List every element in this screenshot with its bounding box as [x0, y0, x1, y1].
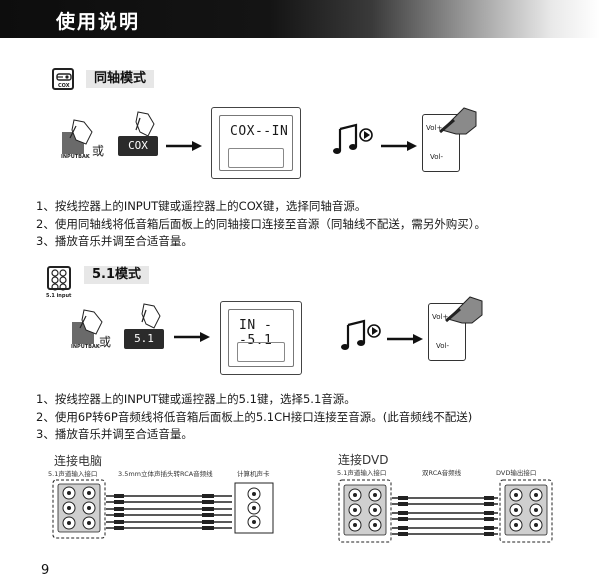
coax-lcd-text: COX--IN — [230, 124, 289, 139]
input51-step-2: 2、使用6P转6P音频线将低音箱后面板上的5.1CH接口连接至音源。(此音频线不… — [36, 410, 473, 424]
input51-icon-caption: 5.1 input — [46, 293, 72, 299]
coax-vol-minus[interactable]: Vol- — [430, 153, 443, 161]
coax-step-2: 2、使用同轴线将低音箱后面板上的同轴接口连接至音源（同轴线不配送，需另外购买）。 — [36, 217, 487, 231]
hand-pointer-icon — [445, 296, 483, 324]
coax-lcd-display: COX--IN — [211, 107, 301, 179]
input51-lcd-text: IN --5.1 — [239, 318, 273, 348]
hand-pointer-icon — [439, 107, 477, 135]
input51-mode-icon — [47, 266, 71, 291]
arrow-icon — [387, 334, 423, 344]
wired-controller-coax: INPUTBAK — [60, 118, 98, 160]
page-number: 9 — [41, 563, 50, 578]
connect-pc-diagram — [52, 479, 274, 539]
page-header: 使用说明 — [0, 0, 600, 38]
connect-pc-cable-label: 3.5mm立体声插头转RCA音频线 — [118, 470, 213, 478]
connect-pc-title: 连接电脑 — [54, 454, 103, 468]
connect-dvd-port-label: 5.1声道输入接口 — [337, 469, 387, 477]
connect-dvd-diagram — [338, 479, 553, 543]
input51-vol-minus[interactable]: Vol- — [436, 342, 449, 350]
coax-mode-label: 同轴模式 — [86, 70, 155, 88]
input51-remote-button[interactable]: 5.1 — [124, 329, 164, 349]
coax-icon-caption: COX — [58, 83, 70, 89]
input51-or-text: 或 — [99, 335, 112, 349]
arrow-icon — [166, 141, 202, 151]
input51-lcd-display: IN --5.1 — [220, 301, 302, 375]
connect-dvd-output-label: DVD输出接口 — [496, 469, 537, 477]
input51-mode-label: 5.1模式 — [84, 266, 150, 284]
music-note-icon — [333, 123, 373, 154]
input51-controller-caption: INPUTBAK — [71, 344, 100, 350]
coax-mode-icon: COX — [52, 68, 74, 90]
coax-step-3: 3、播放音乐并调至合适音量。 — [36, 234, 193, 248]
arrow-icon — [381, 141, 417, 151]
input51-step-3: 3、播放音乐并调至合适音量。 — [36, 427, 193, 441]
connect-dvd-title: 连接DVD — [338, 453, 389, 467]
connect-dvd-cable-label: 双RCA音频线 — [422, 469, 462, 477]
coax-step-1: 1、按线控器上的INPUT键或遥控器上的COX键，选择同轴音源。 — [36, 199, 367, 213]
coax-vol-plus[interactable]: Vol+ — [426, 124, 443, 132]
coax-or-text: 或 — [92, 144, 105, 158]
connect-pc-card-label: 计算机声卡 — [237, 470, 270, 478]
input51-vol-plus[interactable]: Vol+ — [432, 313, 449, 321]
wired-controller-51: INPUTBAK — [70, 308, 108, 350]
input51-step-1: 1、按线控器上的INPUT键或遥控器上的5.1键，选择5.1音源。 — [36, 392, 356, 406]
coax-controller-caption: INPUTBAK — [61, 154, 90, 160]
remote-coax-group: COX — [118, 110, 162, 158]
header-title: 使用说明 — [56, 11, 141, 33]
remote-51-group: 5.1 — [124, 302, 168, 350]
arrow-icon — [174, 332, 210, 342]
music-note-icon — [341, 319, 381, 350]
coax-remote-button[interactable]: COX — [118, 136, 158, 156]
connect-pc-port-label: 5.1声道输入接口 — [48, 470, 98, 478]
